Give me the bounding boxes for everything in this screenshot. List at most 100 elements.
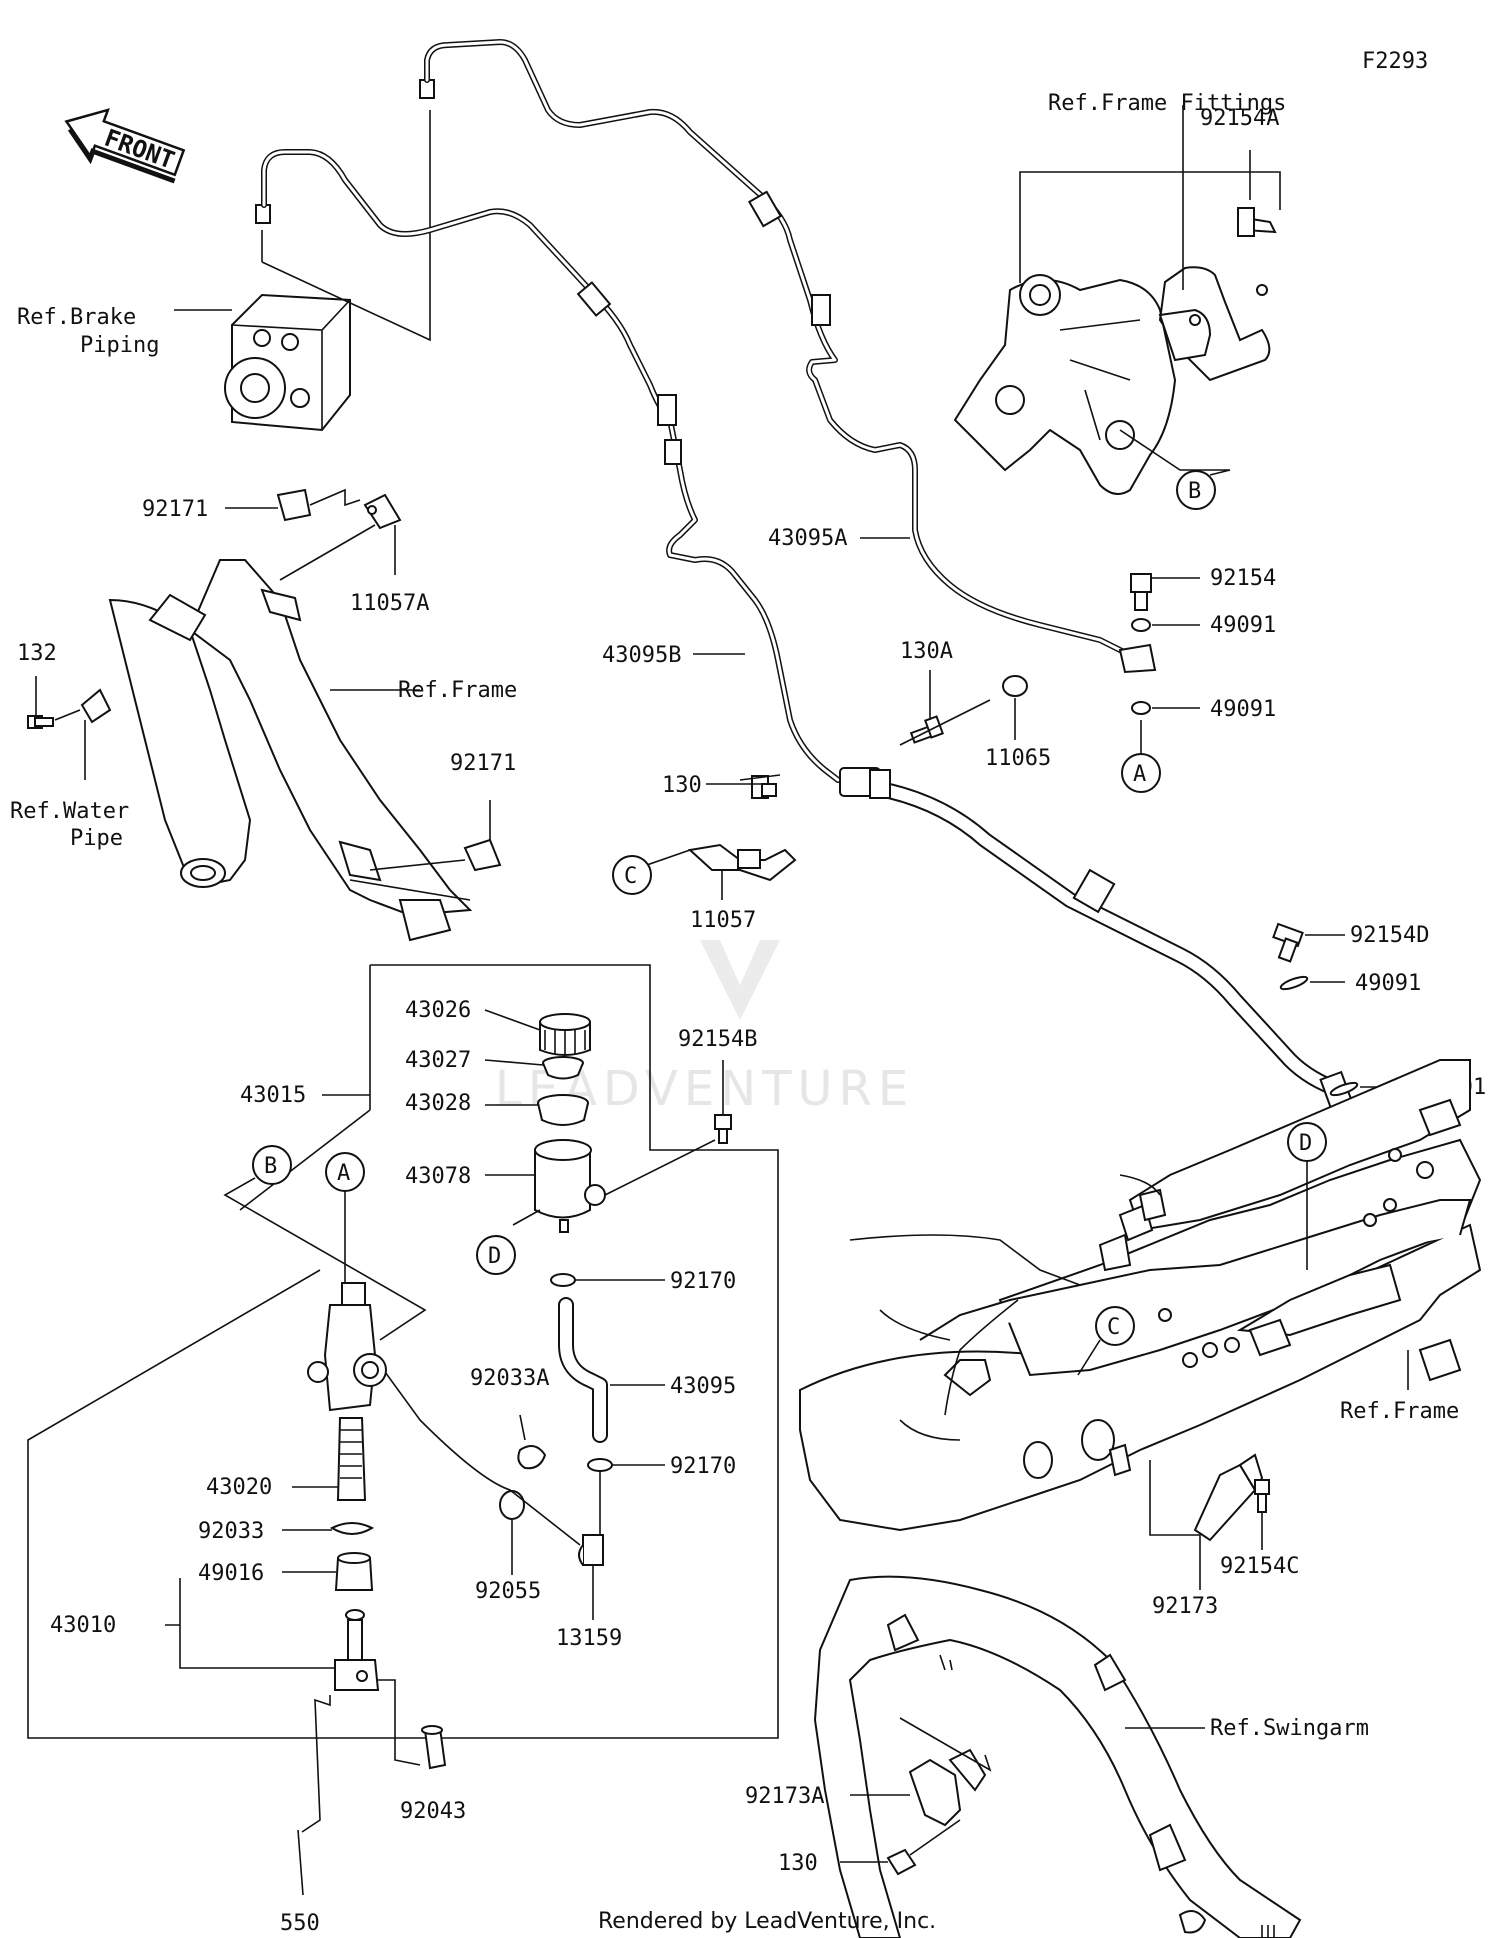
label-130A: 130A	[900, 639, 953, 664]
seal-11065	[1002, 675, 1028, 740]
label-43020: 43020	[206, 1475, 272, 1500]
plate-43027	[542, 1056, 584, 1080]
circlip-92033	[282, 1522, 375, 1535]
label-92173A: 92173A	[745, 1784, 824, 1809]
pin-92043	[378, 1679, 447, 1770]
label-49091-1: 49091	[1210, 613, 1276, 638]
label-43028: 43028	[405, 1091, 471, 1116]
label-92173: 92173	[1152, 1594, 1218, 1619]
label-92171-mid: 92171	[450, 751, 516, 776]
label-49091-2: 49091	[1210, 697, 1276, 722]
joint-bracket-11057	[617, 774, 797, 882]
label-43010: 43010	[50, 1613, 116, 1638]
banjo-stack-caliper	[1272, 922, 1410, 1097]
ref-brake-piping-line1: Ref.Brake	[17, 305, 136, 330]
circlip-92033A	[517, 1414, 547, 1470]
clamp-92170-bot	[587, 1458, 665, 1540]
footer-credit: Rendered by LeadVenture, Inc.	[598, 1909, 936, 1934]
callout-d-bottom	[476, 1235, 516, 1275]
frame-upper-left	[108, 559, 473, 942]
brake-piping-leader	[174, 110, 431, 342]
banjo-stack-top	[1118, 573, 1200, 755]
label-43015: 43015	[240, 1083, 306, 1108]
reservoir-cap-43026	[539, 1013, 591, 1057]
boot-49016	[282, 1552, 374, 1591]
label-92043: 92043	[400, 1799, 466, 1824]
cotter-pin-550	[297, 1695, 331, 1896]
callout-b-bottom-label: B	[264, 1154, 277, 1179]
callout-c-top	[612, 855, 652, 895]
bracket-92173A	[850, 1717, 992, 1827]
label-11057A: 11057A	[350, 591, 429, 616]
label-92171-top: 92171	[142, 497, 208, 522]
bolt-132	[27, 676, 81, 729]
label-11065: 11065	[985, 746, 1051, 771]
brake-pipe-43095A	[424, 39, 1133, 658]
ref-swingarm: Ref.Swingarm	[1210, 1716, 1369, 1741]
label-550: 550	[280, 1911, 320, 1936]
label-92170-top: 92170	[670, 1269, 736, 1294]
ref-brake-piping-line2: Piping	[80, 333, 159, 358]
callout-d-top	[1287, 1122, 1327, 1162]
clip-92171-top	[225, 488, 361, 522]
bolt-92154C	[1254, 1479, 1270, 1550]
bolt-130-bot	[840, 1819, 961, 1876]
clamp-92170-top	[550, 1273, 665, 1287]
bracket-92173	[1149, 1453, 1264, 1590]
callout-c-bottom-label: C	[1107, 1315, 1120, 1340]
leader-b-bottom	[223, 1177, 427, 1341]
diagram-code: F2293	[1362, 49, 1428, 74]
label-43095B: 43095B	[602, 643, 681, 668]
frame-right	[799, 1059, 1482, 1532]
label-130-mid: 130	[662, 773, 702, 798]
callout-b-top-label: B	[1188, 479, 1201, 504]
ref-frame-fittings: Ref.Frame Fittings	[1048, 91, 1286, 116]
reservoir-hose-43095	[558, 1297, 665, 1443]
label-49091-3: 49091	[1355, 971, 1421, 996]
label-13159: 13159	[556, 1626, 622, 1651]
label-132: 132	[17, 641, 57, 666]
frame-fittings	[953, 105, 1281, 495]
label-92154B: 92154B	[678, 1027, 757, 1052]
label-43095: 43095	[670, 1374, 736, 1399]
label-92154A: 92154A	[1200, 106, 1279, 131]
rear-brake-hose	[839, 767, 1353, 1110]
ref-frame-right: Ref.Frame	[1340, 1399, 1459, 1424]
ref-water-pipe-line1: Ref.Water	[10, 799, 129, 824]
brake-pipe-43095B	[261, 149, 841, 783]
leader-43010	[165, 1578, 335, 1669]
front-arrow-icon: FRONT	[64, 108, 186, 184]
clip-92171-mid	[369, 800, 502, 872]
diaphragm-43028	[537, 1094, 589, 1126]
callout-b-bottom	[252, 1145, 292, 1185]
callout-c-bottom	[1095, 1306, 1135, 1346]
label-43095A: 43095A	[768, 526, 847, 551]
label-92033: 92033	[198, 1519, 264, 1544]
master-cylinder-group-box	[27, 964, 779, 1739]
water-pipe-clip	[80, 688, 112, 780]
swingarm	[813, 1575, 1302, 1938]
bolt-130A	[899, 670, 991, 746]
label-43026: 43026	[405, 998, 471, 1023]
ref-frame-upper: Ref.Frame	[398, 678, 517, 703]
leader-master-to-fitting	[379, 1364, 581, 1546]
bolt-130-mid	[706, 783, 777, 797]
leader-c-bottom	[1077, 1339, 1101, 1376]
leader-43027	[484, 1059, 544, 1066]
label-49016: 49016	[198, 1561, 264, 1586]
label-92154D: 92154D	[1350, 923, 1429, 948]
clamp-11057A	[279, 493, 402, 581]
callout-a-top-label: A	[1133, 762, 1146, 787]
push-rod-43010	[334, 1609, 380, 1691]
leader-d-bottom	[512, 1209, 541, 1226]
fitting-13159	[578, 1534, 604, 1620]
abs-unit	[224, 79, 435, 432]
label-92033A: 92033A	[470, 1366, 549, 1391]
label-92154C: 92154C	[1220, 1554, 1299, 1579]
label-92170-bot: 92170	[670, 1454, 736, 1479]
reservoir-43078	[534, 1139, 606, 1233]
label-92154: 92154	[1210, 566, 1276, 591]
label-43027: 43027	[405, 1048, 471, 1073]
callout-a-bottom-label: A	[337, 1161, 350, 1186]
